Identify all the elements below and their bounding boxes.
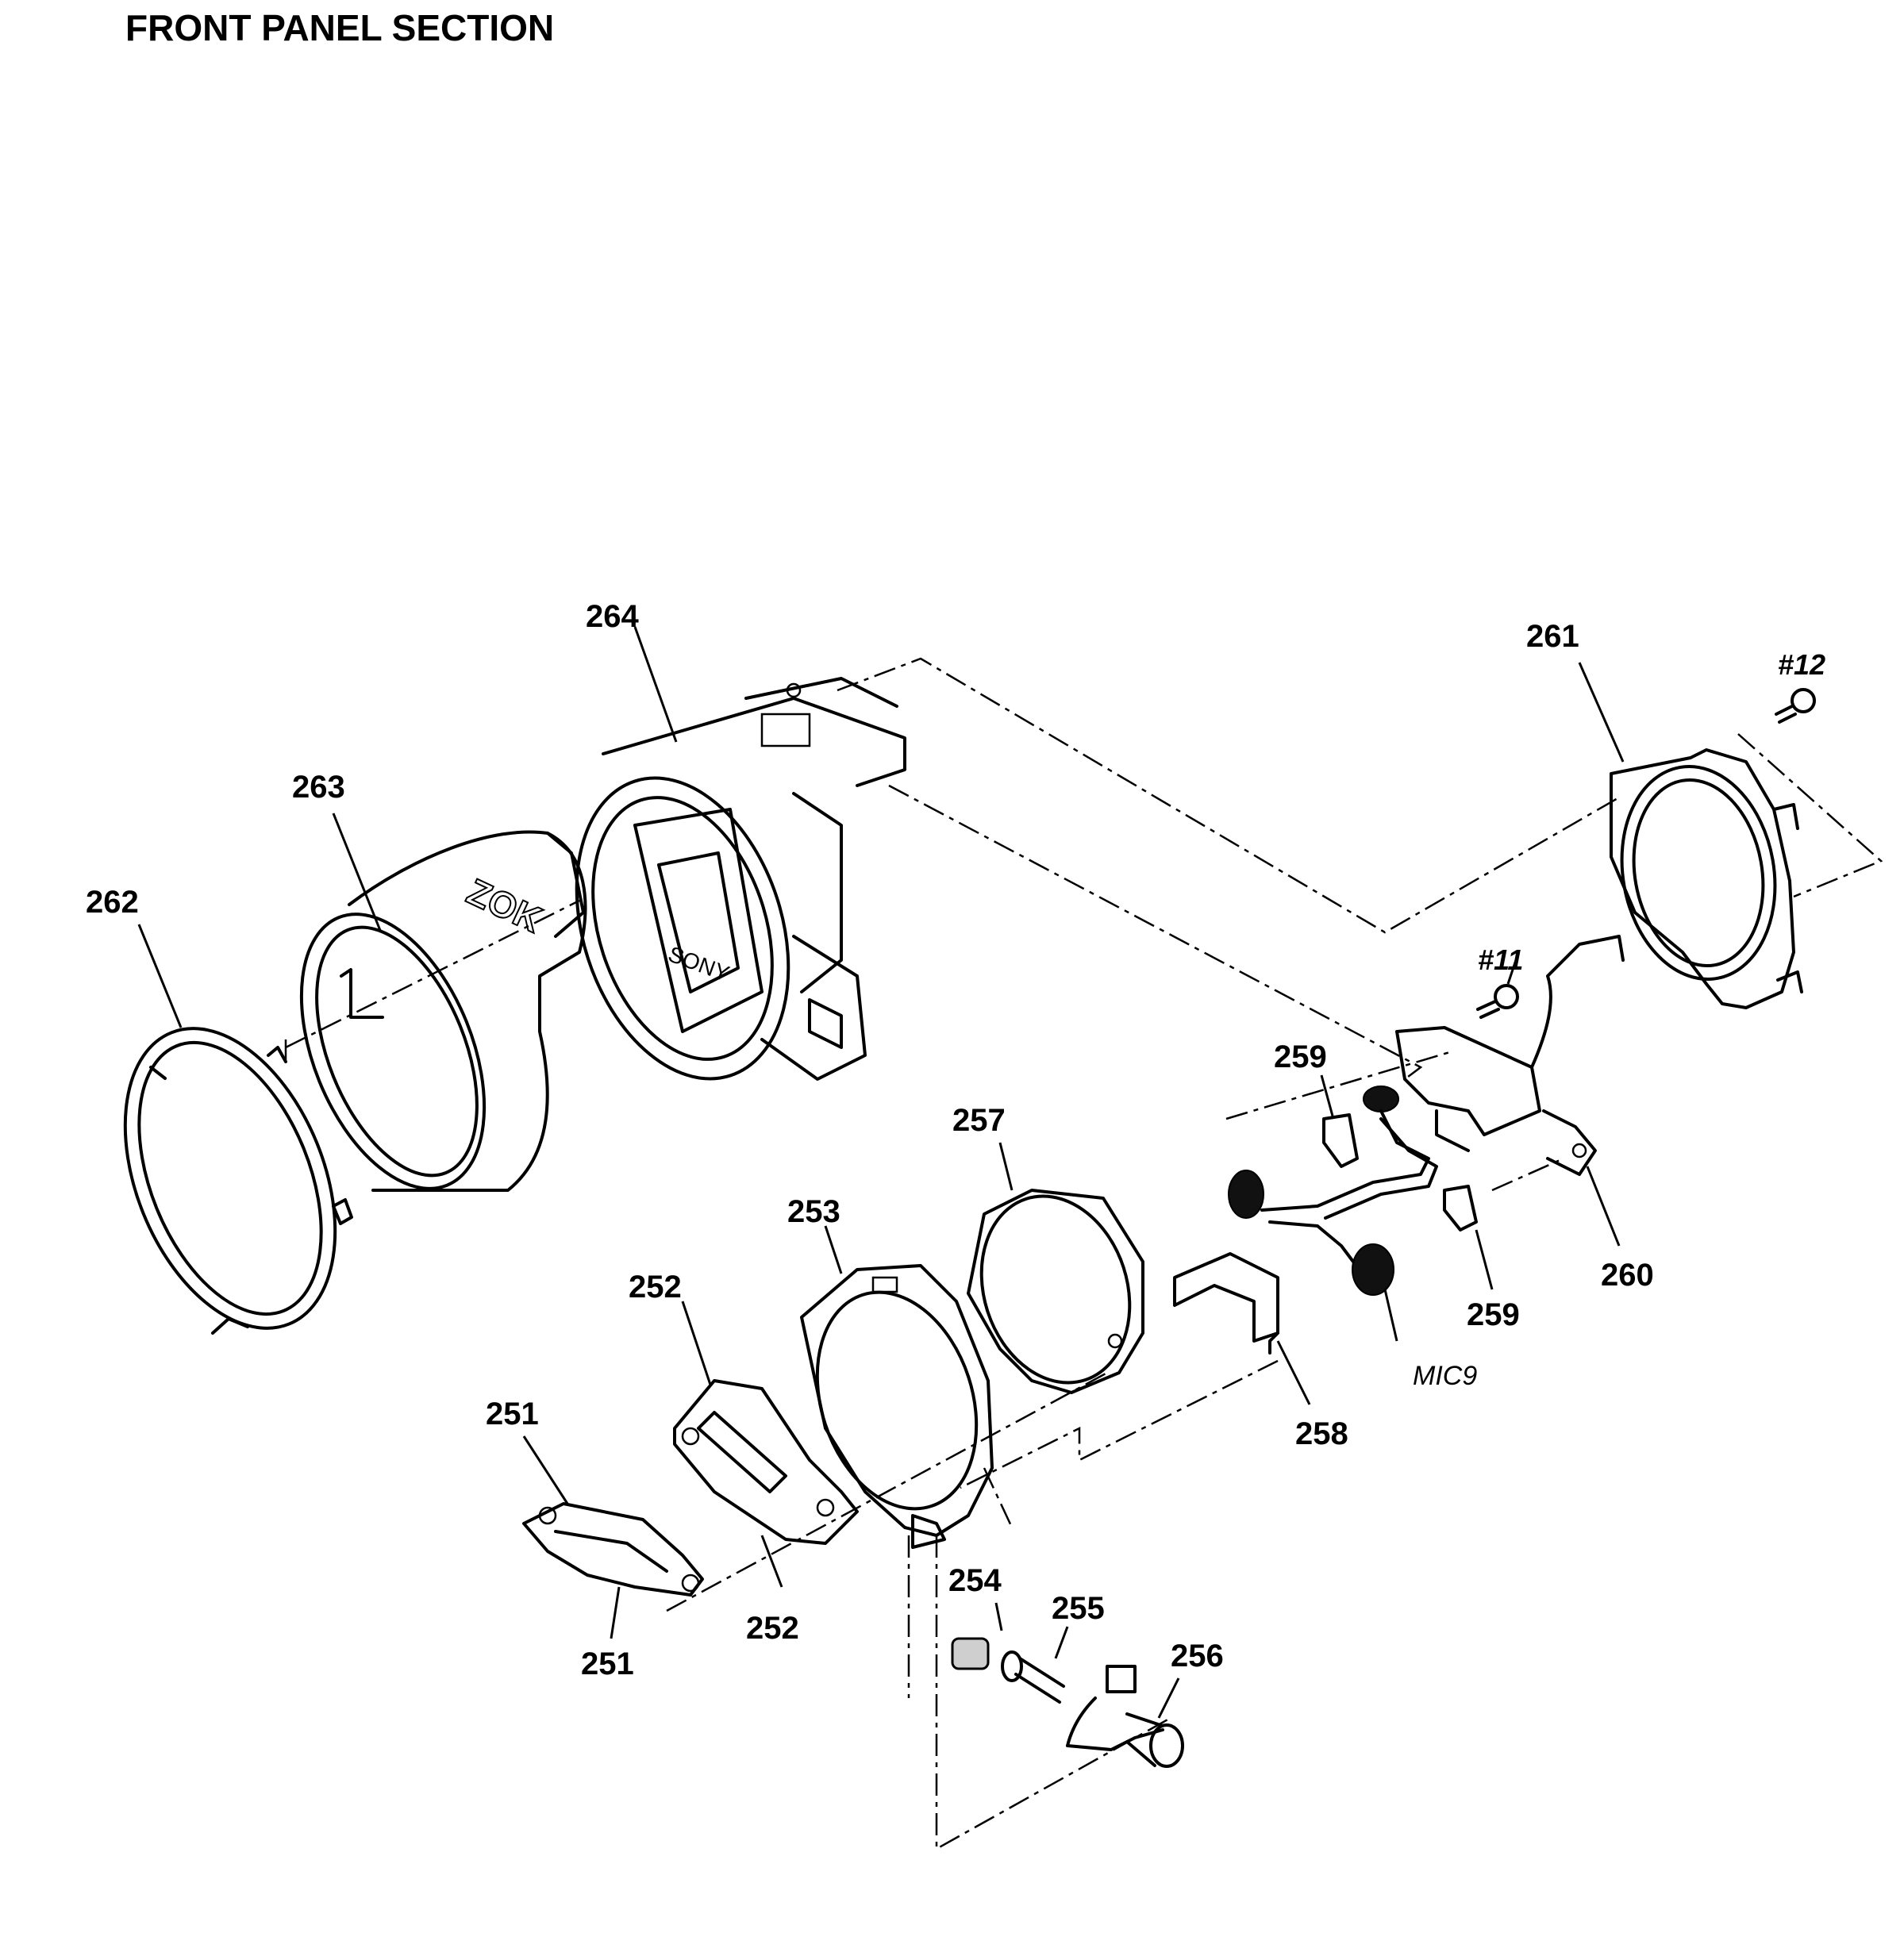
callout-s11: #11 [1478,943,1523,976]
part-264-front-panel-block: SONY [575,677,906,1081]
part-262-front-ring [123,1027,353,1335]
svg-text:SONY: SONY [665,942,733,986]
part-257-ring-gasket [967,1189,1144,1394]
part-253-barrier-frame [800,1264,994,1549]
callout-252-lower: 252 [746,1611,799,1646]
callout-mic9: MIC9 [1413,1361,1477,1391]
part-263-hood-cover: ZOK [299,830,587,1192]
part-261-lens-mount-frame [1610,748,1803,1009]
screw-12 [1775,688,1816,724]
leader-lines [137,626,1625,1719]
callout-253: 253 [787,1194,840,1229]
part-259-cushions [1322,1113,1478,1232]
part-254-cap [951,1637,990,1670]
assembly-guide-lines [284,657,1883,1851]
svg-text:ZOK: ZOK [461,870,548,940]
callout-254: 254 [948,1563,1002,1598]
callout-255: 255 [1052,1591,1105,1626]
part-256-lever-assembly [1066,1665,1184,1768]
callout-263: 263 [292,770,345,805]
callout-259-lower: 259 [1467,1297,1520,1332]
part-252-barrier-plate [673,1379,859,1545]
callout-251-lower: 251 [581,1647,634,1681]
callout-258: 258 [1295,1416,1348,1451]
part-255-shaft [1001,1650,1065,1704]
callout-260: 260 [1601,1258,1654,1293]
callout-264: 264 [586,599,639,634]
callout-256: 256 [1171,1639,1224,1673]
callout-s12: #12 [1778,648,1825,681]
callout-261: 261 [1526,619,1579,654]
screw-11 [1476,984,1519,1019]
callout-labels: 264 263 262 261 #12 #11 259 257 253 260 … [86,599,1825,1681]
part-251-cover-plate [522,1502,704,1597]
callout-251-upper: 251 [486,1397,539,1431]
callout-259-upper: 259 [1274,1039,1327,1074]
part-258-bracket [1173,1252,1279,1354]
page-title: FRONT PANEL SECTION [125,7,555,48]
part-mic9-microphone [1228,1086,1438,1296]
callout-262: 262 [86,885,139,920]
callout-257: 257 [952,1103,1006,1138]
callout-252-upper: 252 [629,1270,682,1305]
part-260-mic-holder [1395,935,1625,1176]
